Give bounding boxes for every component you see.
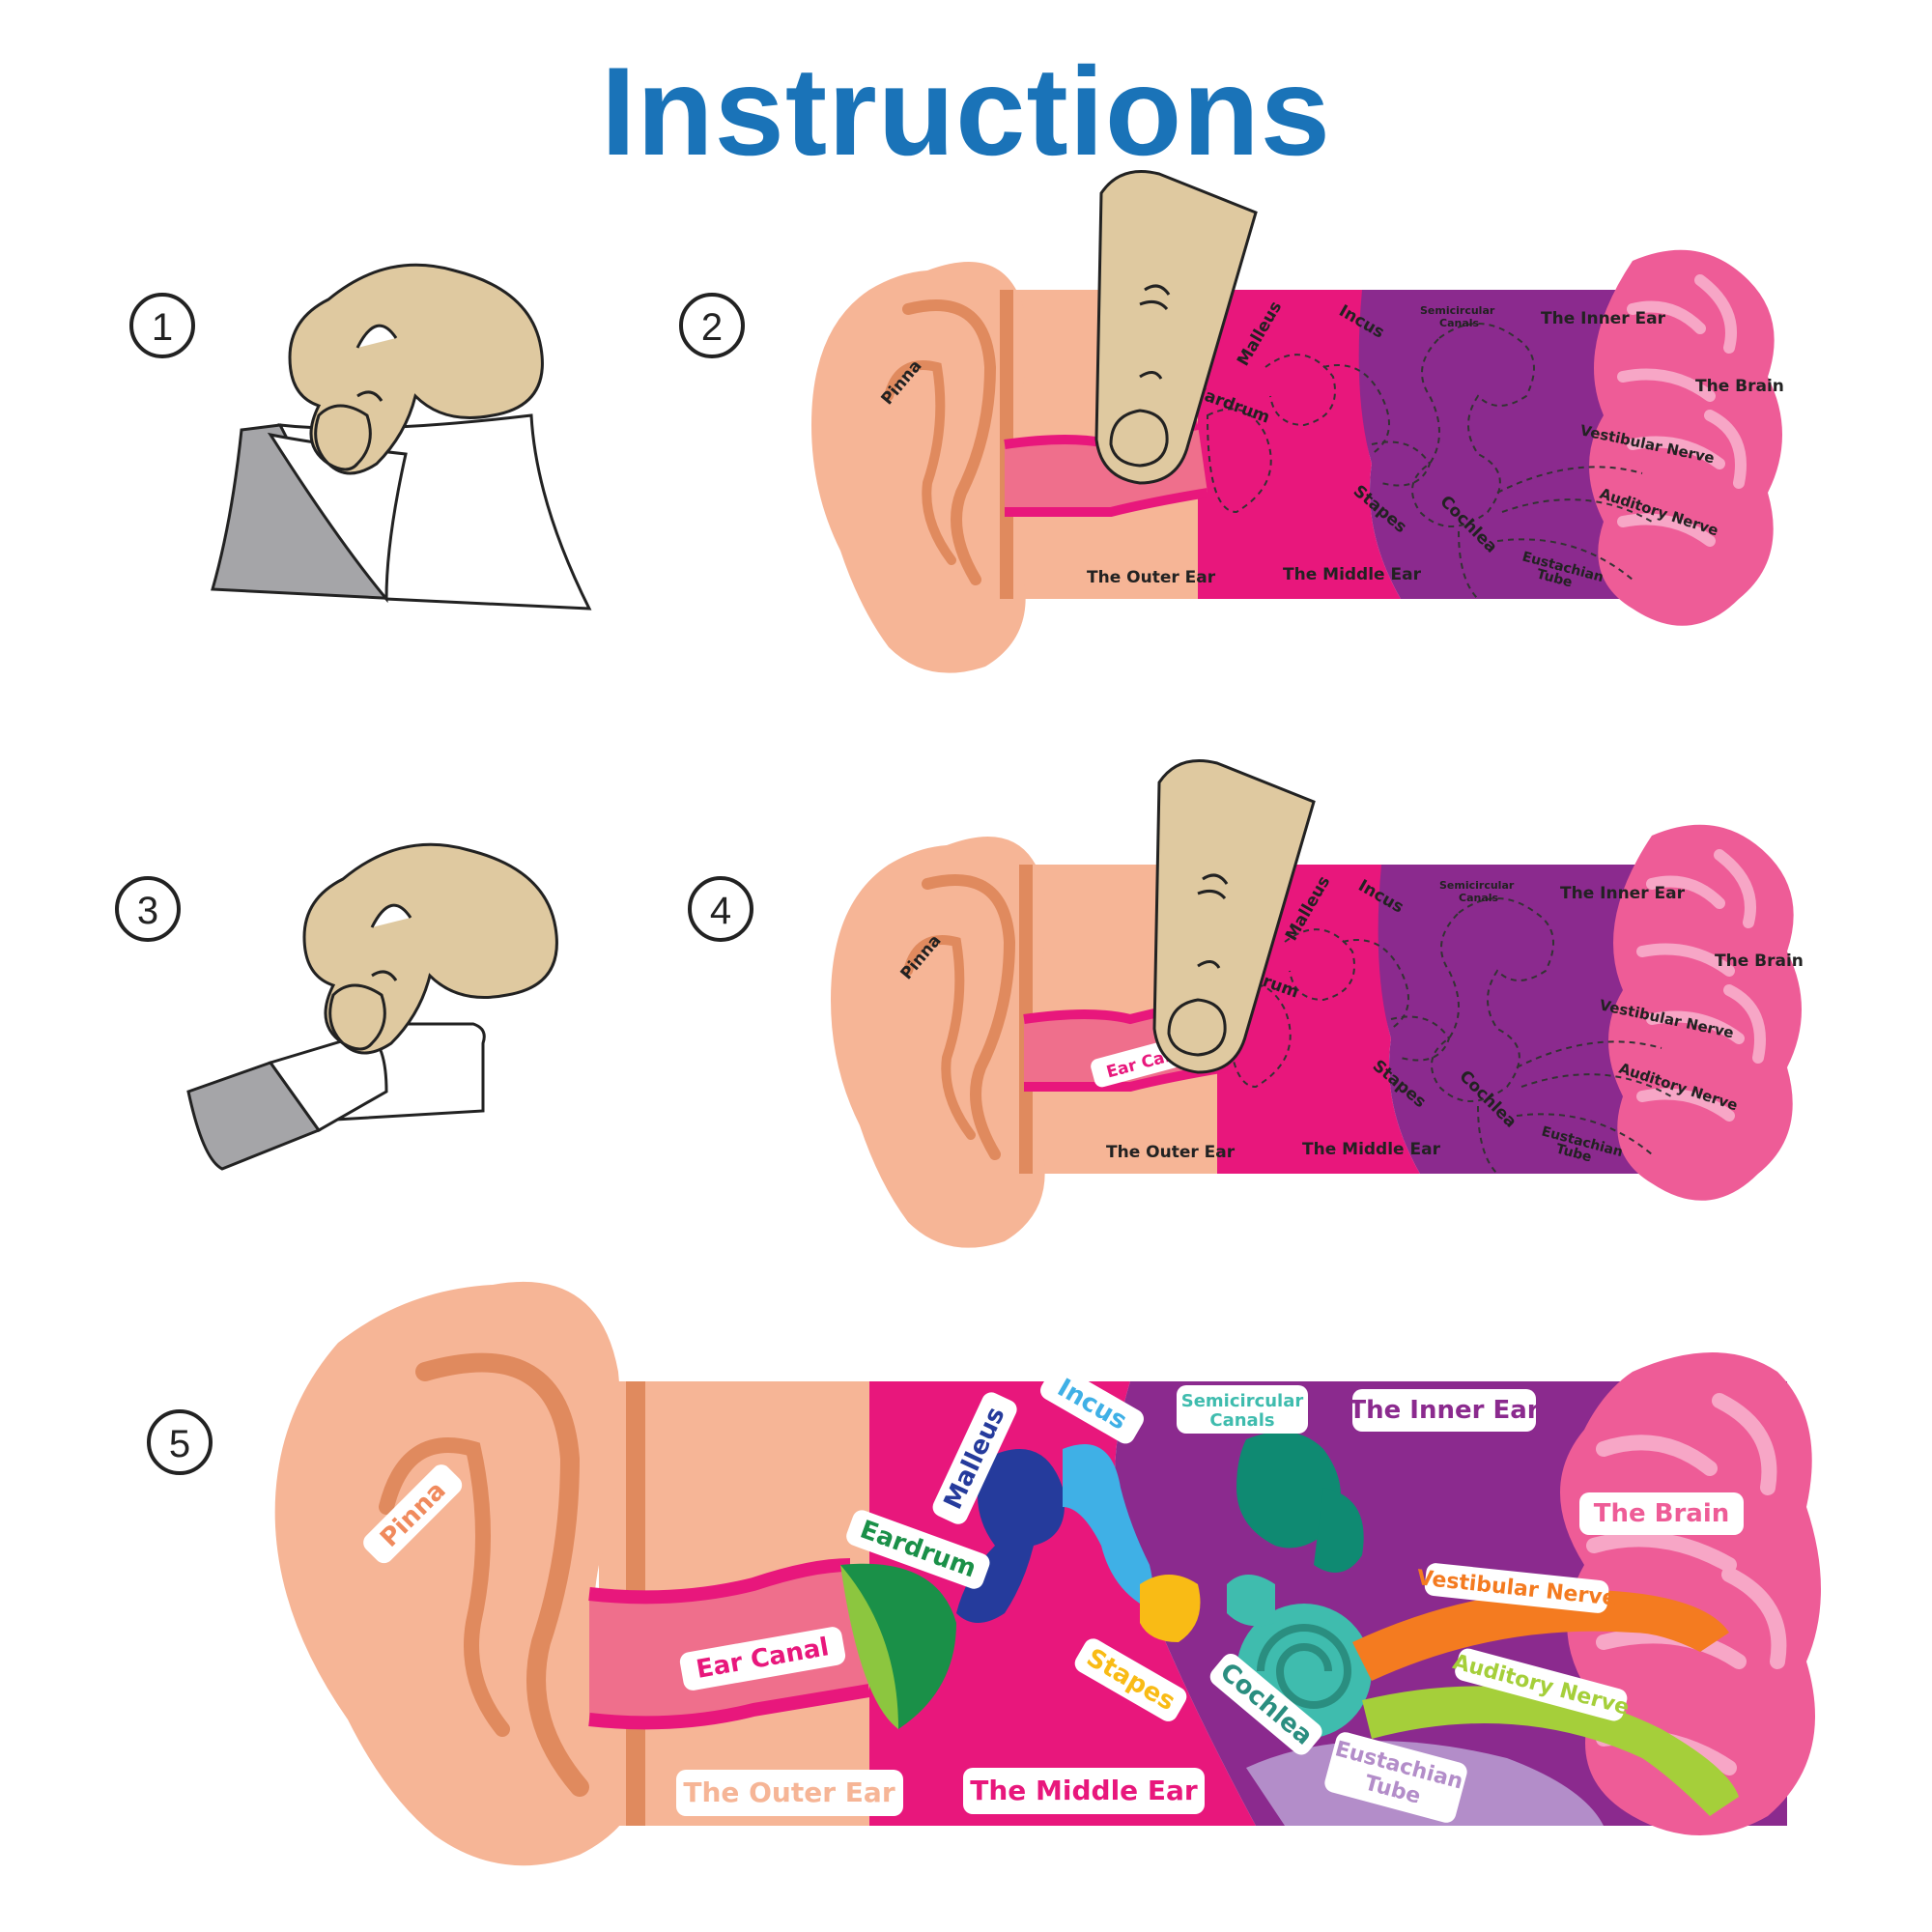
outer-ear-label: The Outer Ear (683, 1776, 895, 1808)
middle-ear-label: The Middle Ear (1283, 565, 1422, 584)
step-3-badge: 3 (115, 876, 181, 942)
brain-label: The Brain (1715, 952, 1804, 971)
step-1-number: 1 (152, 306, 173, 349)
step-2-number: 2 (701, 306, 723, 349)
page-title: Instructions (601, 41, 1331, 182)
step-1-illustration (211, 263, 592, 611)
semicircular-label: Semicircular (1181, 1391, 1304, 1411)
semicircular-label: Semicircular (1420, 304, 1495, 317)
brain-label: The Brain (1594, 1499, 1730, 1528)
step-5-badge: 5 (147, 1409, 213, 1475)
step-4-number: 4 (710, 890, 731, 932)
brain-label: The Brain (1695, 377, 1784, 396)
step-5-diagram: Pinna Ear Canal Eardrum Malleus Incus St… (274, 1281, 1821, 1866)
outer-ear-label: The Outer Ear (1106, 1143, 1236, 1162)
step-4-badge: 4 (688, 876, 753, 942)
step-2-badge: 2 (679, 293, 745, 358)
step-1-badge: 1 (129, 293, 195, 358)
step-3-illustration (186, 842, 558, 1171)
step-4-illustration: Pinna Malleus Incus Semicircular Canals … (831, 759, 1804, 1248)
canals-label: Canals (1209, 1410, 1274, 1431)
outer-ear-label: The Outer Ear (1087, 568, 1216, 587)
step-5-number: 5 (169, 1423, 190, 1465)
inner-ear-label: The Inner Ear (1560, 884, 1686, 903)
canals-label: Canals (1459, 892, 1499, 904)
hand-peel-icon (302, 842, 558, 1055)
semicircular-label: Semicircular (1439, 879, 1515, 892)
middle-ear-label: The Middle Ear (1302, 1140, 1441, 1159)
middle-ear-label: The Middle Ear (970, 1775, 1198, 1806)
step-2-illustration: Pinna Malleus Incus Semicircular Canals … (811, 170, 1784, 673)
step-3-number: 3 (137, 890, 158, 932)
canals-label: Canals (1439, 317, 1480, 329)
inner-ear-label: The Inner Ear (1349, 1396, 1539, 1425)
inner-ear-label: The Inner Ear (1541, 309, 1666, 328)
